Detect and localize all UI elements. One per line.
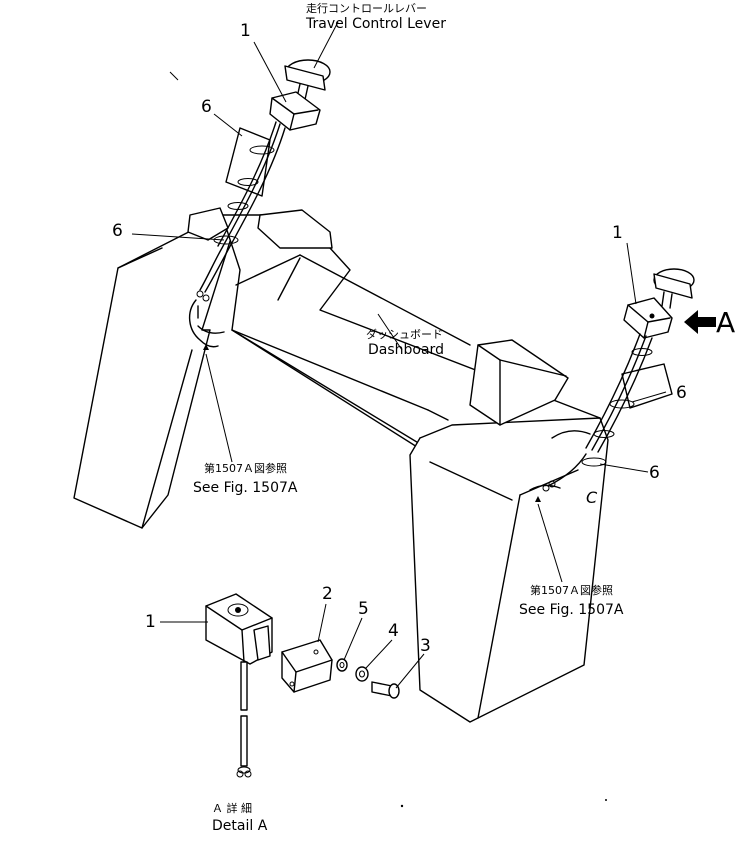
callout-lockwasher: 5 bbox=[358, 599, 369, 619]
corner-mark: C bbox=[586, 488, 598, 507]
callout-bolt: 3 bbox=[420, 636, 431, 656]
detail-label-jp: Ａ 詳 細 bbox=[212, 802, 252, 815]
dashboard-label-en: Dashboard bbox=[368, 342, 444, 358]
view-arrow-a-icon bbox=[684, 310, 716, 334]
right-travel-lever bbox=[542, 268, 695, 492]
leader-lines bbox=[131, 21, 667, 689]
callout-clamp-lower-right: 6 bbox=[649, 463, 660, 483]
lever-label-en: Travel Control Lever bbox=[306, 16, 446, 32]
callout-washer: 4 bbox=[388, 621, 399, 641]
detail-label-en: Detail A bbox=[212, 818, 268, 834]
see-fig-left-en: See Fig. 1507A bbox=[193, 480, 298, 496]
callout-clamp-upper-left: 6 bbox=[201, 97, 212, 117]
callout-lever-right: 1 bbox=[612, 223, 623, 243]
detail-a-fasteners bbox=[336, 658, 400, 699]
callout-clamp-lower-left: 6 bbox=[112, 221, 123, 241]
see-fig-left-jp: 第1507Ａ図参照 bbox=[204, 462, 287, 475]
see-fig-right-jp: 第1507Ａ図参照 bbox=[530, 584, 613, 597]
dashboard-label-jp: ダッシュボード bbox=[366, 328, 443, 341]
left-travel-lever bbox=[189, 59, 331, 348]
lever-label-jp: 走行コントロールレバー bbox=[306, 2, 427, 15]
callout-lever-left: 1 bbox=[240, 21, 251, 41]
dashboard-body bbox=[73, 207, 609, 723]
detail-a-plate bbox=[281, 639, 333, 693]
detail-a-switch bbox=[205, 593, 273, 778]
see-fig-right-en: See Fig. 1507A bbox=[519, 602, 624, 618]
view-arrow-label: A bbox=[716, 306, 736, 339]
callout-plate: 2 bbox=[322, 584, 333, 604]
callout-lever-detail: 1 bbox=[145, 612, 156, 632]
callout-clamp-upper-right: 6 bbox=[676, 383, 687, 403]
